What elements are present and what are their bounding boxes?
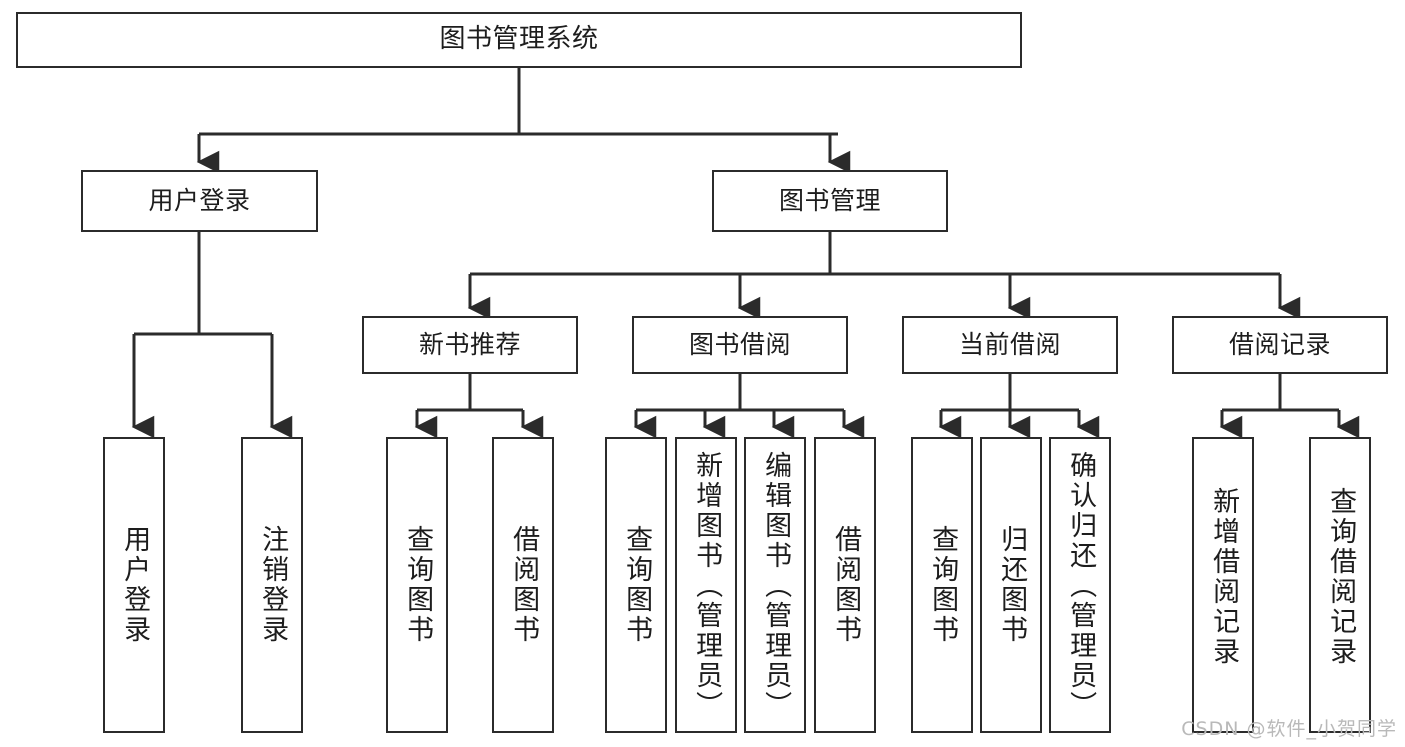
leaf-user-login[interactable]: 用户登录	[103, 437, 165, 733]
node-borrow-records[interactable]: 借阅记录	[1172, 316, 1388, 374]
node-label: 图书管理系统	[439, 24, 599, 55]
leaf-add-borrow-record[interactable]: 新增借阅记录	[1192, 437, 1254, 733]
leaf-add-book-admin[interactable]: 新增图书（管理员）	[675, 437, 737, 733]
leaf-return-book[interactable]: 归还图书	[980, 437, 1042, 733]
node-book-borrow[interactable]: 图书借阅	[632, 316, 848, 374]
node-label: 注销登录	[257, 525, 289, 645]
csdn-watermark: CSDN @软件_小贺同学	[1181, 718, 1397, 740]
node-label: 借阅图书	[830, 525, 862, 645]
node-label: 新书推荐	[418, 329, 521, 359]
node-label: 归还图书	[996, 525, 1028, 645]
node-label: 查询图书	[927, 525, 959, 645]
node-label: 查询图书	[621, 525, 653, 645]
node-current-borrow[interactable]: 当前借阅	[902, 316, 1118, 374]
node-label: 用户登录	[119, 525, 151, 645]
node-label: 新增借阅记录	[1208, 487, 1240, 667]
node-label: 用户登录	[148, 185, 251, 215]
node-label: 编辑图书（管理员）	[760, 451, 792, 721]
leaf-logout[interactable]: 注销登录	[241, 437, 303, 733]
node-label: 新增图书（管理员）	[691, 451, 723, 721]
leaf-query-book-current[interactable]: 查询图书	[911, 437, 973, 733]
node-label: 当前借阅	[958, 329, 1061, 359]
node-label: 图书借阅	[688, 329, 791, 359]
node-label: 图书管理	[778, 185, 881, 215]
leaf-borrow-book-recommend[interactable]: 借阅图书	[492, 437, 554, 733]
leaf-confirm-return-admin[interactable]: 确认归还（管理员）	[1049, 437, 1111, 733]
leaf-query-borrow-record[interactable]: 查询借阅记录	[1309, 437, 1371, 733]
node-new-book-recommend[interactable]: 新书推荐	[362, 316, 578, 374]
node-label: 查询图书	[402, 525, 434, 645]
node-root-library-system[interactable]: 图书管理系统	[16, 12, 1022, 68]
node-label: 确认归还（管理员）	[1065, 451, 1097, 721]
node-book-management[interactable]: 图书管理	[712, 170, 948, 232]
leaf-edit-book-admin[interactable]: 编辑图书（管理员）	[744, 437, 806, 733]
leaf-query-book-recommend[interactable]: 查询图书	[386, 437, 448, 733]
node-label: 借阅记录	[1228, 329, 1331, 359]
node-label: 借阅图书	[508, 525, 540, 645]
node-label: 查询借阅记录	[1325, 487, 1357, 667]
leaf-query-book-borrow[interactable]: 查询图书	[605, 437, 667, 733]
leaf-borrow-book[interactable]: 借阅图书	[814, 437, 876, 733]
node-user-login[interactable]: 用户登录	[81, 170, 318, 232]
